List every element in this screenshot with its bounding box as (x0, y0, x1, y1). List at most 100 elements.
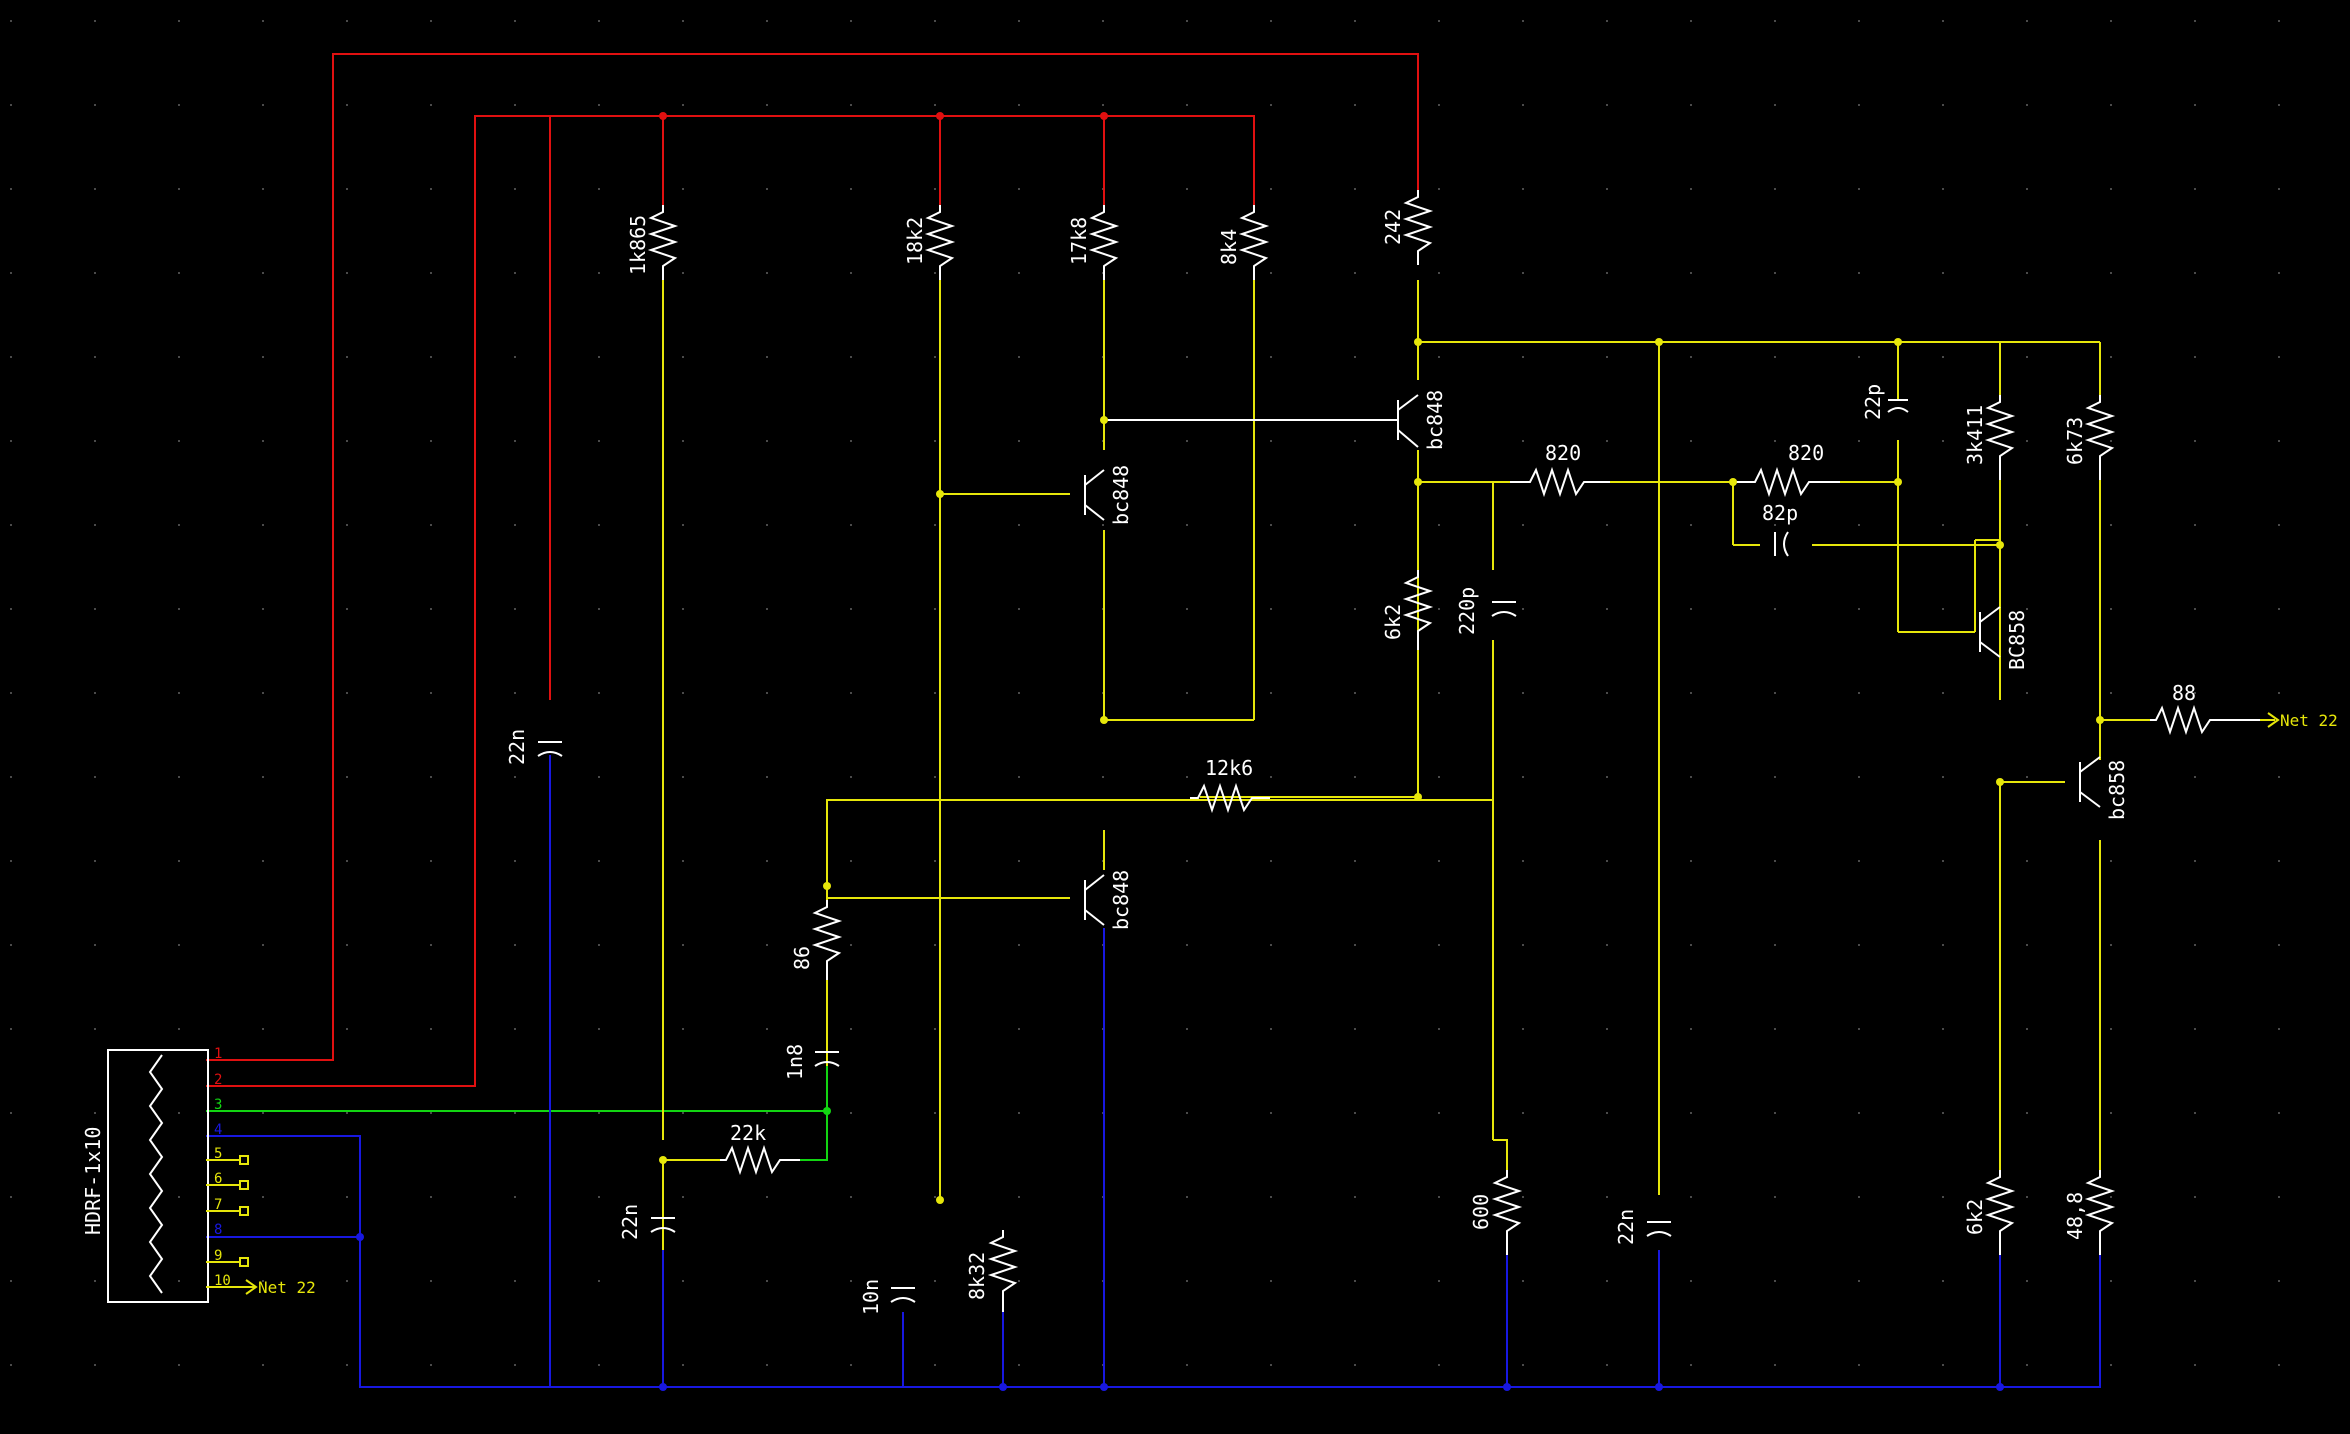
grid-dot (514, 608, 516, 610)
label-600: 600 (1469, 1194, 1493, 1230)
grid-dot (1522, 1112, 1524, 1114)
grid-dot (682, 272, 684, 274)
grid-dot (1018, 776, 1020, 778)
grid-dot (10, 692, 12, 694)
label-820-left: 820 (1545, 441, 1581, 465)
label-bc848-mid: bc848 (1109, 465, 1133, 525)
grid-dot (1354, 692, 1356, 694)
grid-dot (682, 692, 684, 694)
grid-dot (1522, 104, 1524, 106)
grid-dot (262, 524, 264, 526)
grid-dot (682, 860, 684, 862)
grid-dot (934, 272, 936, 274)
grid-dot (94, 440, 96, 442)
grid-dot (178, 1112, 180, 1114)
grid-dot (1774, 272, 1776, 274)
grid-dot (1438, 860, 1440, 862)
pin-10: 10 (214, 1273, 231, 1289)
resistor-8k4 (1238, 205, 1270, 280)
grid-dot (1522, 944, 1524, 946)
grid-dot (1606, 944, 1608, 946)
grid-dot (430, 944, 432, 946)
grid-dot (346, 1112, 348, 1114)
grid-dot (2194, 440, 2196, 442)
grid-dot (1858, 860, 1860, 862)
grid-dot (94, 1364, 96, 1366)
grid-dot (1690, 1364, 1692, 1366)
grid-dot (598, 1196, 600, 1198)
transistor-bc848-mid (1084, 469, 1105, 521)
grid-dot (766, 20, 768, 22)
grid-dot (2026, 104, 2028, 106)
grid-dot (262, 272, 264, 274)
grid-dot (850, 1196, 852, 1198)
grid-dot (850, 272, 852, 274)
grid-dot (2194, 524, 2196, 526)
grid-dot (346, 944, 348, 946)
grid-dot (1270, 524, 1272, 526)
label-22n-left: 22n (618, 1204, 642, 1240)
grid-dot (1858, 440, 1860, 442)
grid-dot (598, 776, 600, 778)
grid-dot (1774, 1364, 1776, 1366)
grid-dot (430, 608, 432, 610)
grid-dot (514, 356, 516, 358)
grid-dot (1942, 1196, 1944, 1198)
connector-ref: HDRF-1x10 (81, 1127, 105, 1235)
grid-dot (178, 524, 180, 526)
grid-dot (682, 356, 684, 358)
grid-dot (1018, 860, 1020, 862)
grid-dot (2194, 1112, 2196, 1114)
grid-dot (1354, 272, 1356, 274)
grid-dot (2278, 1028, 2280, 1030)
grid-dot (1018, 524, 1020, 526)
grid-dot (2278, 692, 2280, 694)
grid-dot (1438, 692, 1440, 694)
grid-dot (2194, 776, 2196, 778)
grid-dot (2026, 944, 2028, 946)
grid-dot (682, 104, 684, 106)
label-17k8: 17k8 (1067, 217, 1091, 265)
grid-dot (682, 944, 684, 946)
grid-dot (850, 944, 852, 946)
grid-dot (934, 356, 936, 358)
grid-dot (346, 1280, 348, 1282)
grid-dot (1186, 944, 1188, 946)
grid-dot (178, 776, 180, 778)
grid-dot (1942, 776, 1944, 778)
grid-dot (1942, 188, 1944, 190)
grid-dot (1690, 356, 1692, 358)
grid-dot (598, 944, 600, 946)
grid-dot (1102, 104, 1104, 106)
grid-dot (262, 944, 264, 946)
connector-stubs (206, 712, 2280, 1295)
grid-dot (1186, 1028, 1188, 1030)
grid-dot (10, 1364, 12, 1366)
grid-dot (514, 440, 516, 442)
grid-dot (2278, 608, 2280, 610)
grid-dot (346, 608, 348, 610)
grid-dot (178, 608, 180, 610)
label-8k32: 8k32 (965, 1252, 989, 1300)
label-BC858: BC858 (2005, 610, 2029, 670)
grid-dot (94, 1112, 96, 1114)
grid-dot (1270, 104, 1272, 106)
components (107, 190, 2260, 1312)
grid-dot (1690, 104, 1692, 106)
grid-dot (430, 1028, 432, 1030)
grid-dot (262, 1028, 264, 1030)
grid-dot (1690, 272, 1692, 274)
grid-dot (346, 1028, 348, 1030)
grid-dot (1354, 1280, 1356, 1282)
ground-wires (206, 755, 2101, 1388)
pin-7: 7 (214, 1197, 222, 1213)
grid-dot (1522, 20, 1524, 22)
grid-dot (430, 1364, 432, 1366)
grid-dot (262, 860, 264, 862)
grid-dot (598, 608, 600, 610)
grid-dot (262, 1112, 264, 1114)
grid-dot (2026, 1028, 2028, 1030)
grid-dot (430, 440, 432, 442)
grid-dot (1606, 440, 1608, 442)
resistor-48-8 (2084, 1170, 2116, 1255)
